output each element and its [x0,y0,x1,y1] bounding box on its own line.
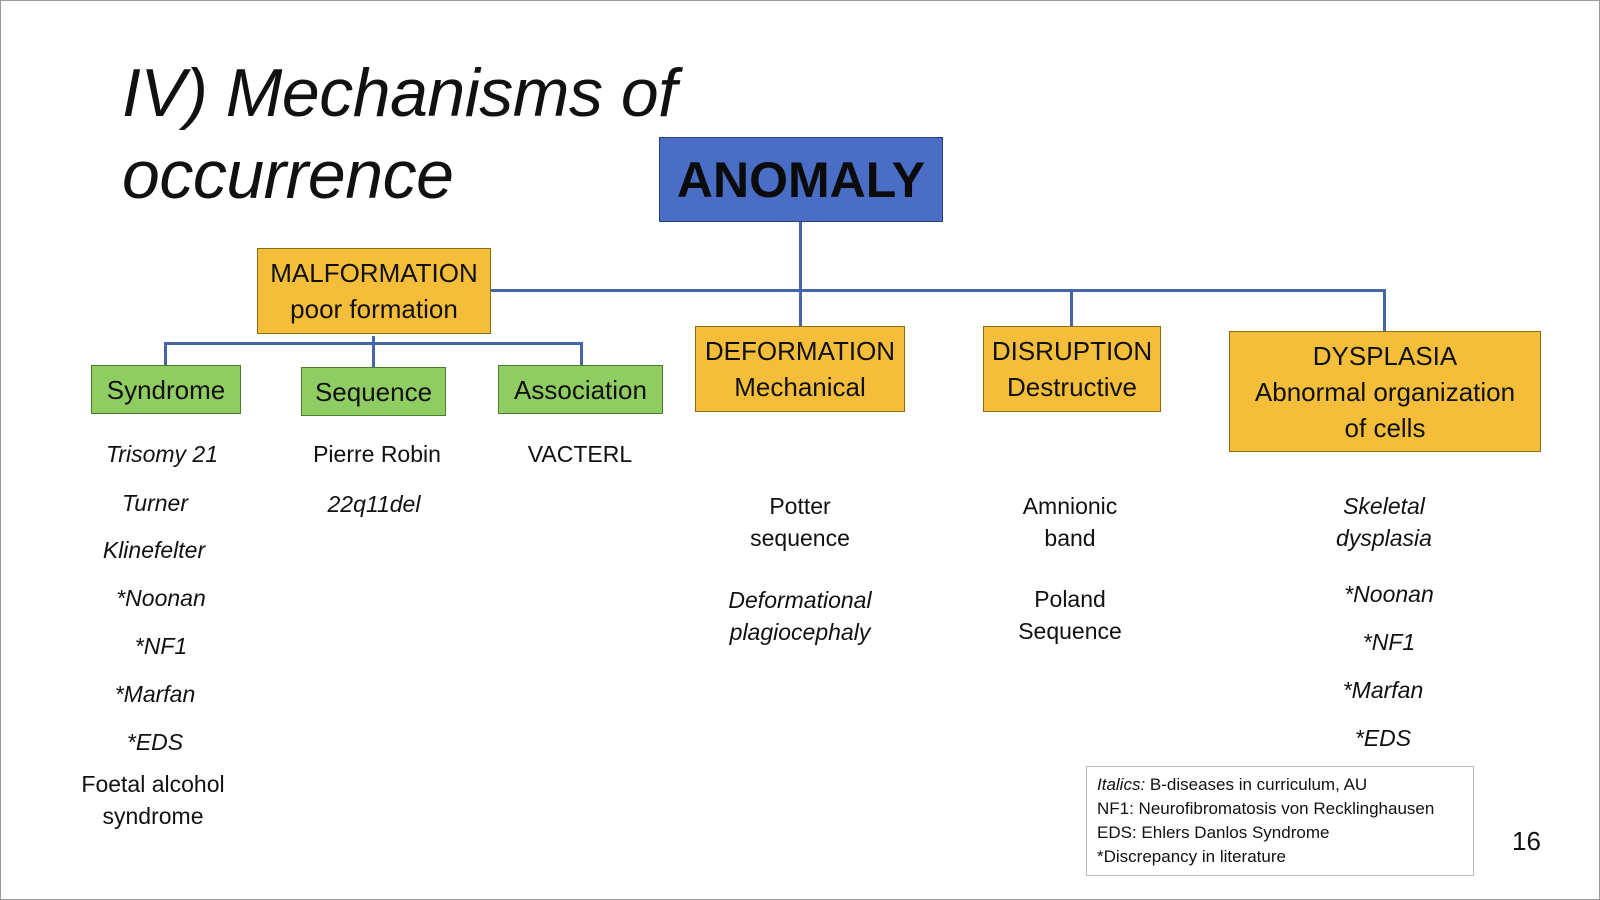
dysplasia-sublabel-2: of cells [1344,412,1426,443]
connector-deformation [799,289,802,327]
deformation-label: DEFORMATION [704,336,896,366]
association-example: VACTERL [527,441,633,467]
disruption-example-poland: Poland Sequence [1018,586,1122,644]
association-label: Association [514,374,647,405]
sequence-example: Pierre Robin [313,441,441,467]
syndrome-example-foetal-alcohol: Foetal alcohol syndrome [81,771,225,829]
syndrome-example: *Noonan [116,585,206,611]
dysplasia-example-skeletal: Skeletal dysplasia [1336,493,1432,551]
connector-main-horizontal [490,289,1386,292]
sequence-box: Sequence [301,367,446,416]
dysplasia-example: *Noonan [1344,581,1434,607]
legend-italics-text: B-diseases in curriculum, AU [1145,775,1368,794]
disruption-sublabel: Destructive [1006,372,1138,402]
anomaly-label: ANOMALY [676,151,926,208]
connector-root-down [799,222,802,292]
deformation-box: DEFORMATION Mechanical [695,326,905,412]
page-number: 16 [1512,826,1541,856]
syndrome-example: *Marfan [114,681,196,707]
connector-disruption [1070,289,1073,327]
malformation-sublabel: poor formation [290,294,458,324]
disruption-label: DISRUPTION [991,336,1153,366]
connector-dysplasia [1383,289,1386,332]
syndrome-box: Syndrome [91,365,241,414]
association-box: Association [498,365,663,414]
dysplasia-example: *EDS [1354,725,1412,751]
deformation-sublabel: Mechanical [734,372,866,402]
sequence-example: 22q11del [327,491,421,517]
connector-association [580,342,583,366]
syndrome-label: Syndrome [106,374,226,405]
syndrome-example: Turner [121,490,189,516]
legend-italics-line: Italics: B-diseases in curriculum, AU [1097,773,1463,797]
legend-discrepancy: *Discrepancy in literature [1097,847,1286,866]
disruption-example-amnionic: Amnionic band [1022,493,1118,551]
syndrome-example: Trisomy 21 [105,441,219,467]
connector-sequence [372,342,375,368]
anomaly-box: ANOMALY [659,137,943,222]
sequence-label: Sequence [314,376,433,407]
syndrome-example: *NF1 [134,633,188,659]
title-line-1: IV) Mechanisms of [122,55,677,131]
legend-italics-label: Italics: [1097,775,1146,794]
deformation-example-plagiocephaly: Deformational plagiocephaly [728,587,872,645]
syndrome-example: Klinefelter [102,537,206,563]
deformation-example-potter: Potter sequence [750,493,850,551]
legend-nf1: NF1: Neurofibromatosis von Recklinghause… [1097,799,1435,818]
dysplasia-sublabel-1: Abnormal organization [1254,376,1516,407]
slide-title: IV) Mechanisms of occurrence [122,52,677,216]
legend-box: Italics: B-diseases in curriculum, AU NF… [1086,766,1474,876]
dysplasia-example: *Marfan [1342,677,1424,703]
syndrome-example: *EDS [126,729,184,755]
dysplasia-label: DYSPLASIA [1312,340,1458,371]
connector-syndrome [164,342,167,366]
malformation-box: MALFORMATION poor formation [257,248,491,334]
malformation-label: MALFORMATION [270,258,478,288]
dysplasia-box: DYSPLASIA Abnormal organization of cells [1229,331,1541,452]
dysplasia-example: *NF1 [1362,629,1416,655]
legend-eds: EDS: Ehlers Danlos Syndrome [1097,823,1330,842]
disruption-box: DISRUPTION Destructive [983,326,1161,412]
title-line-2: occurrence [122,137,454,213]
